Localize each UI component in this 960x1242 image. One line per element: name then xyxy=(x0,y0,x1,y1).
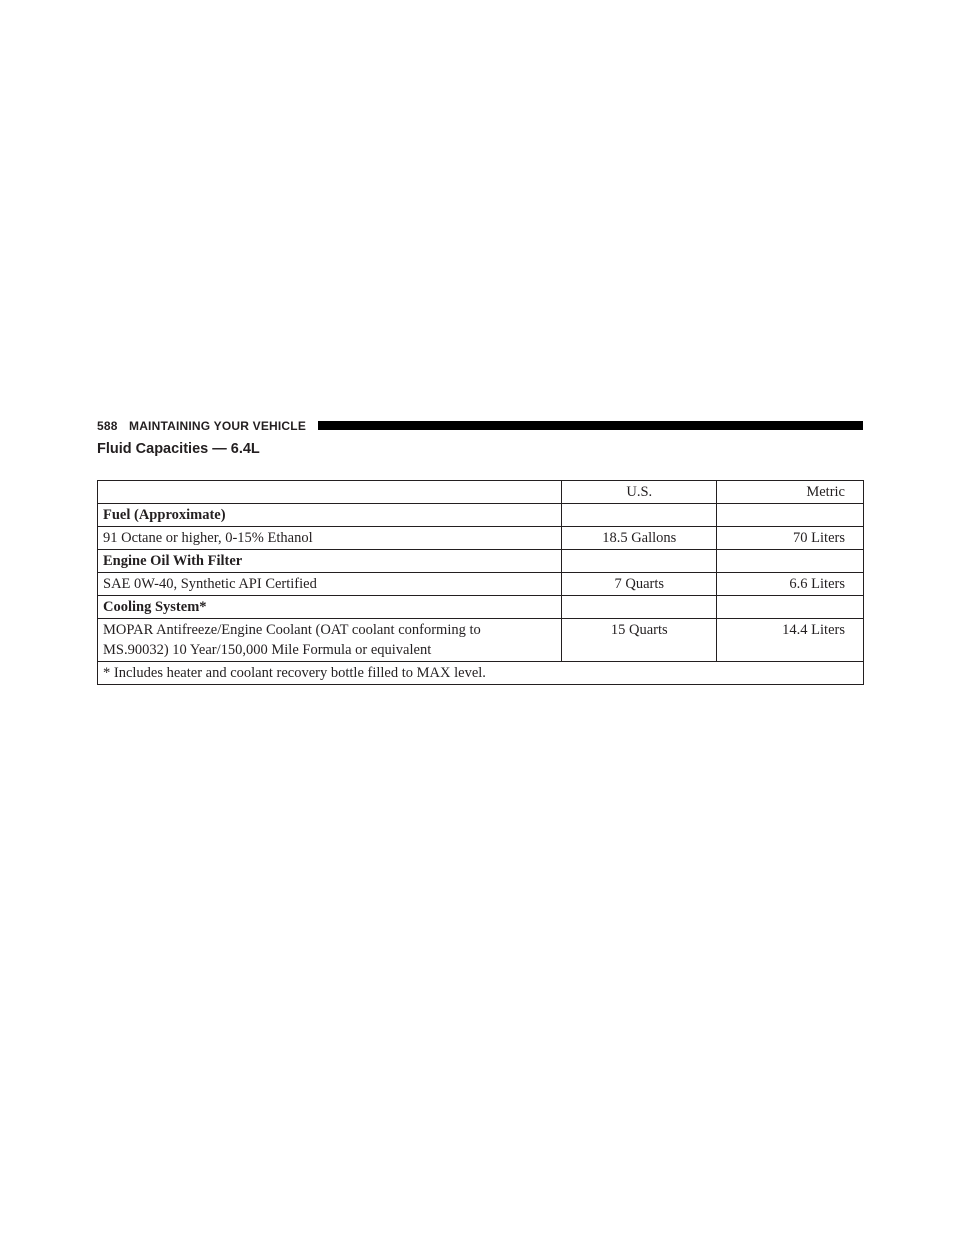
row-us-value: 18.5 Gallons xyxy=(561,526,718,550)
row-us-value: 15 Quarts xyxy=(561,618,718,662)
row-label-line: MOPAR Antifreeze/Engine Coolant (OAT coo… xyxy=(103,622,481,638)
row-label: Engine Oil With Filter xyxy=(96,549,563,573)
header-cell-blank xyxy=(96,480,563,504)
table-row: Fuel (Approximate) xyxy=(96,503,864,527)
table-row: 91 Octane or higher, 0-15% Ethanol 18.5 … xyxy=(96,526,864,550)
page-title: Fluid Capacities — 6.4L xyxy=(97,441,260,457)
row-metric-value: 6.6 Liters xyxy=(716,572,864,596)
row-us-value xyxy=(561,503,718,527)
table-footnote-row: * Includes heater and coolant recovery b… xyxy=(97,661,864,685)
table-row: Cooling System* xyxy=(96,595,864,619)
row-label: Fuel (Approximate) xyxy=(96,503,563,527)
row-label: SAE 0W-40, Synthetic API Certified xyxy=(96,572,563,596)
row-metric-value: 14.4 Liters xyxy=(716,618,864,662)
table-row: SAE 0W-40, Synthetic API Certified 7 Qua… xyxy=(96,572,864,596)
table-row: Engine Oil With Filter xyxy=(96,549,864,573)
row-us-value xyxy=(561,595,718,619)
header-cell-us: U.S. xyxy=(561,480,718,504)
page-header: 588 MAINTAINING YOUR VEHICLE xyxy=(97,418,863,436)
row-us-value: 7 Quarts xyxy=(561,572,718,596)
header-cell-metric: Metric xyxy=(716,480,864,504)
header-rule xyxy=(318,421,863,430)
table-row: MOPAR Antifreeze/Engine Coolant (OAT coo… xyxy=(96,618,864,662)
row-metric-value xyxy=(716,549,864,573)
row-label: 91 Octane or higher, 0-15% Ethanol xyxy=(96,526,563,550)
row-label: Cooling System* xyxy=(96,595,563,619)
table-header-row: U.S. Metric xyxy=(96,480,864,504)
page-number: 588 xyxy=(97,419,118,433)
section-title: MAINTAINING YOUR VEHICLE xyxy=(129,419,307,433)
table-footnote: * Includes heater and coolant recovery b… xyxy=(97,661,864,685)
row-metric-value xyxy=(716,503,864,527)
row-label-line: MS.90032) 10 Year/150,000 Mile Formula o… xyxy=(103,642,432,658)
row-label: MOPAR Antifreeze/Engine Coolant (OAT coo… xyxy=(96,618,563,662)
fluid-capacities-table: U.S. Metric Fuel (Approximate) 91 Octane… xyxy=(96,480,864,685)
row-metric-value: 70 Liters xyxy=(716,526,864,550)
row-metric-value xyxy=(716,595,864,619)
row-us-value xyxy=(561,549,718,573)
